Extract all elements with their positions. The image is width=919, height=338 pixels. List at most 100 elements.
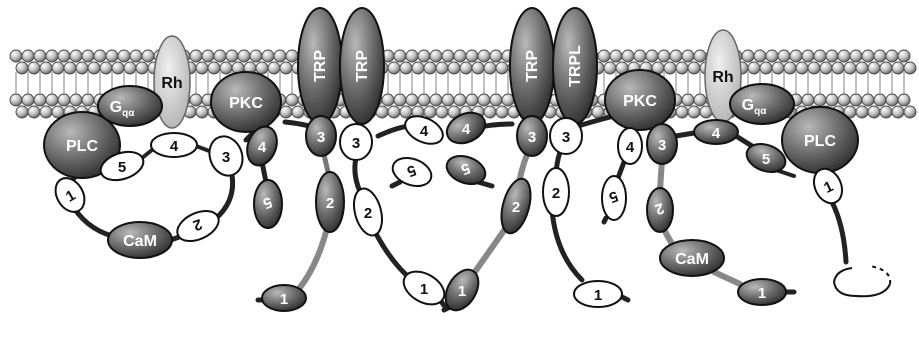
lipid-head xyxy=(676,62,688,74)
lipid-head xyxy=(778,50,790,62)
lipid-head xyxy=(892,62,904,74)
svg-text:1: 1 xyxy=(594,287,602,304)
trpl-label: TRPL xyxy=(567,45,584,87)
lipid-head xyxy=(256,62,268,74)
lipid-head xyxy=(478,94,490,106)
lipid-head xyxy=(742,50,754,62)
lipid-head xyxy=(52,62,64,74)
lipid-head xyxy=(76,62,88,74)
lipid-head xyxy=(250,50,262,62)
svg-text:3: 3 xyxy=(352,135,360,152)
lipid-head xyxy=(196,62,208,74)
trp3-domain-2: 2 xyxy=(496,176,536,237)
lipid-head xyxy=(646,50,658,62)
lipid-head xyxy=(46,50,58,62)
cam-label-left: CaM xyxy=(123,233,157,250)
lipid-head xyxy=(94,50,106,62)
cam-left: CaM xyxy=(108,222,172,258)
lipid-head xyxy=(190,50,202,62)
right-domain-4-dark: 4 xyxy=(694,120,738,144)
linker-r1-tail xyxy=(832,202,846,262)
lipid-head xyxy=(28,62,40,74)
lipid-head xyxy=(142,50,154,62)
lipid-head xyxy=(118,50,130,62)
lipid-head xyxy=(40,62,52,74)
linker-cam-r1 xyxy=(714,272,740,284)
trp-label-2: TRP xyxy=(354,50,371,82)
lipid-head xyxy=(388,62,400,74)
lipid-head xyxy=(838,94,850,106)
lipid-head xyxy=(868,62,880,74)
lipid-head xyxy=(406,50,418,62)
lipid-head xyxy=(496,62,508,74)
lipid-head xyxy=(430,50,442,62)
lipid-head xyxy=(466,50,478,62)
lipid-head xyxy=(64,62,76,74)
lipid-head xyxy=(784,62,796,74)
lipid-head xyxy=(904,62,916,74)
lipid-head xyxy=(442,94,454,106)
lipid-head xyxy=(892,106,904,118)
lipid-head xyxy=(838,50,850,62)
linker-mid-5a xyxy=(392,182,400,186)
lipid-head xyxy=(850,50,862,62)
lipid-head xyxy=(622,50,634,62)
lipid-head xyxy=(466,94,478,106)
linker-r4-r5b xyxy=(736,136,752,146)
lipid-head xyxy=(490,50,502,62)
lipid-head xyxy=(826,94,838,106)
lipid-head xyxy=(802,50,814,62)
lipid-head xyxy=(214,50,226,62)
lipid-head xyxy=(40,106,52,118)
pkc-right: PKC xyxy=(605,70,675,130)
lipid-head xyxy=(418,94,430,106)
svg-text:3: 3 xyxy=(658,137,666,154)
gq-alpha-right: Gqα xyxy=(730,84,794,124)
lipid-head xyxy=(262,50,274,62)
svg-text:3: 3 xyxy=(222,149,230,166)
svg-text:2: 2 xyxy=(512,199,520,216)
trpl-channel: TRPL xyxy=(553,8,597,124)
lipid-head xyxy=(862,50,874,62)
lipid-head xyxy=(868,106,880,118)
lipid-head xyxy=(424,62,436,74)
lipid-head xyxy=(856,62,868,74)
lipid-head xyxy=(10,94,22,106)
lipid-head xyxy=(796,62,808,74)
plc-label-right: PLC xyxy=(804,133,836,150)
lipid-head xyxy=(274,50,286,62)
svg-text:2: 2 xyxy=(552,185,560,202)
trp2-domain-2: 2 xyxy=(349,185,387,238)
trp-label-3: TRP xyxy=(524,50,541,82)
lipid-head xyxy=(880,106,892,118)
lipid-head xyxy=(658,50,670,62)
lipid-head xyxy=(610,50,622,62)
trp3-domain-3: 3 xyxy=(517,116,547,156)
lipid-head xyxy=(808,62,820,74)
svg-text:1: 1 xyxy=(458,283,466,300)
lipid-head xyxy=(478,50,490,62)
lipid-head xyxy=(826,50,838,62)
trp1-domain-2: 2 xyxy=(316,172,344,232)
lipid-head xyxy=(694,50,706,62)
lipid-heads-outer-leaflet xyxy=(10,50,916,74)
svg-text:4: 4 xyxy=(462,121,471,138)
lipid-head xyxy=(406,94,418,106)
lipid-head xyxy=(598,50,610,62)
lipid-head xyxy=(190,94,202,106)
pkc-label-left: PKC xyxy=(229,95,263,112)
lipid-head xyxy=(844,62,856,74)
lipid-head xyxy=(490,94,502,106)
trp-label-1: TRP xyxy=(312,50,329,82)
svg-text:4: 4 xyxy=(420,123,429,140)
lipid-head xyxy=(424,106,436,118)
lipid-head xyxy=(34,50,46,62)
lipid-head xyxy=(904,106,916,118)
lipid-head xyxy=(16,106,28,118)
lipid-head xyxy=(400,106,412,118)
right-domain-missing-dashed xyxy=(834,266,890,296)
lipid-head xyxy=(862,94,874,106)
trp1-domain-3: 3 xyxy=(306,116,336,156)
trpl-domain-2: 2 xyxy=(543,168,569,216)
